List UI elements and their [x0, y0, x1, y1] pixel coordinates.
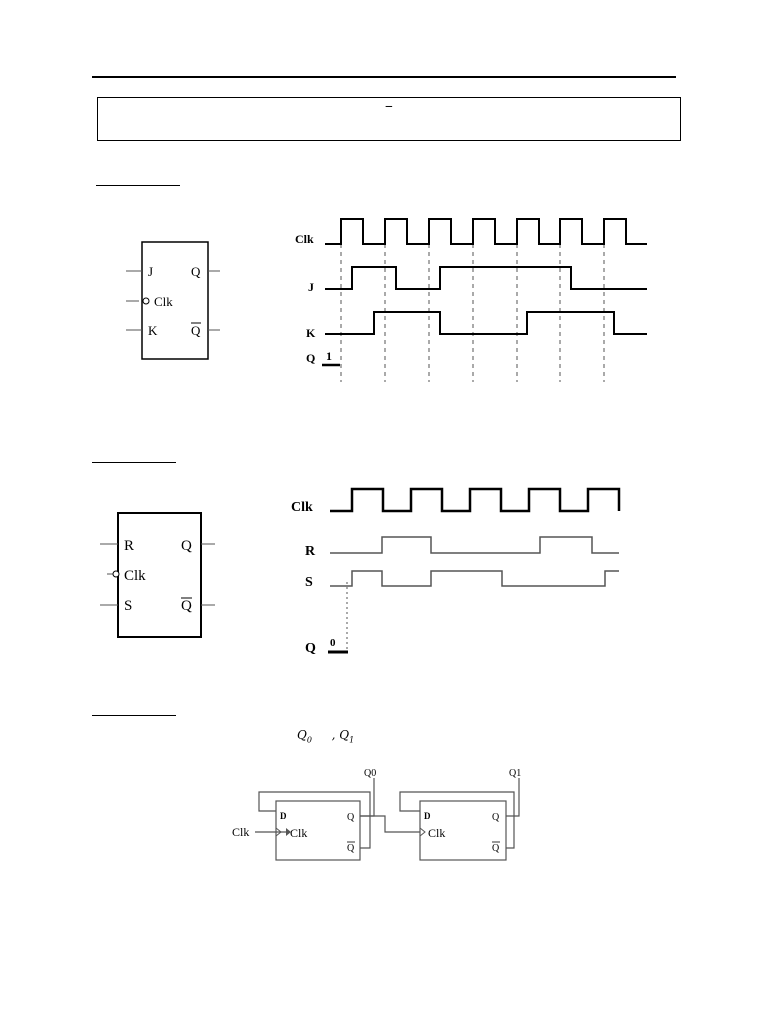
q1-clk-waveform: [325, 218, 647, 245]
title-mark: −: [385, 100, 393, 115]
ff1-pin-q: Q: [492, 812, 500, 823]
q2-label-clk: Clk: [291, 500, 313, 515]
pin-q-label: Q: [181, 538, 192, 554]
jk-flipflop-block: J Clk K Q Q: [126, 241, 220, 360]
q2-r-waveform: [330, 536, 619, 554]
q1-label-j: J: [308, 280, 314, 294]
output-variable-list: Q0 , Q1: [297, 728, 367, 746]
pin-q-label: Q: [191, 264, 201, 279]
pin-r-label: R: [124, 538, 134, 554]
question-2-heading-rule: [92, 462, 176, 463]
q1-k-waveform: [325, 311, 647, 335]
ff0-pin-clk: Clk: [290, 826, 307, 840]
title-box: −: [97, 97, 681, 141]
ff1-pin-qbar: Q: [492, 843, 500, 854]
ff0-output-label: Q0: [364, 768, 376, 779]
pin-clk-label: Clk: [124, 568, 146, 584]
jk-block-outline: [141, 241, 209, 360]
q1-edge-guides: [340, 244, 605, 382]
ff1-pin-clk: Clk: [428, 826, 445, 840]
clk-inversion-bubble: [142, 297, 150, 305]
pin-qbar-label: Q: [181, 598, 192, 614]
pin-k-label: K: [148, 323, 158, 338]
q2-q-initial-value: 0: [330, 637, 336, 649]
q2-label-r: R: [305, 544, 316, 559]
ff0-clk-triangle: [275, 827, 282, 837]
ff1-outline: [419, 800, 507, 861]
ff0-pin-qbar: Q: [347, 843, 355, 854]
clk-input-label: Clk: [232, 825, 249, 839]
q2-label-s: S: [305, 575, 313, 590]
q1-label-k: K: [306, 326, 316, 340]
q1-j-waveform: [325, 266, 647, 290]
q1-label-q: Q: [306, 351, 315, 365]
rs-flipflop-block: R Clk S Q Q: [100, 512, 215, 638]
q2-label-q: Q: [305, 641, 316, 656]
q1-label-clk: Clk: [295, 232, 314, 246]
q1-timing-diagram: Clk J K Q 1: [295, 218, 647, 382]
pin-s-label: S: [124, 598, 132, 614]
clk-inversion-bubble: [112, 570, 120, 578]
question-3-heading-rule: [92, 715, 176, 716]
circuit-wiring: [255, 778, 520, 849]
ff0-pin-q: Q: [347, 812, 355, 823]
ff1-clk-triangle: [419, 827, 426, 837]
clk-arrow-head: [286, 828, 291, 836]
ff0-pin-d: D: [280, 811, 287, 821]
var-separator: ,: [331, 728, 336, 742]
ff1-output-label: Q1: [509, 768, 521, 779]
pin-clk-label: Clk: [154, 294, 173, 309]
top-rule: [92, 76, 676, 78]
q2-timing-diagram: Clk R S Q 0: [291, 487, 621, 656]
q2-clk-waveform: [330, 487, 621, 513]
pin-qbar-label: Q: [191, 323, 201, 338]
ff0-outline: [275, 800, 361, 861]
pin-j-label: J: [148, 264, 153, 279]
var-q0: Q0: [297, 728, 312, 745]
var-q1: Q1: [339, 728, 355, 745]
q2-s-waveform: [330, 570, 619, 587]
q1-q-initial-value: 1: [326, 349, 332, 363]
question-1-heading-rule: [96, 185, 180, 186]
d-flipflop-circuit: Clk D Clk Q Q Q0 D Clk Q Q Q1: [232, 768, 521, 861]
ff1-pin-d: D: [424, 811, 431, 821]
